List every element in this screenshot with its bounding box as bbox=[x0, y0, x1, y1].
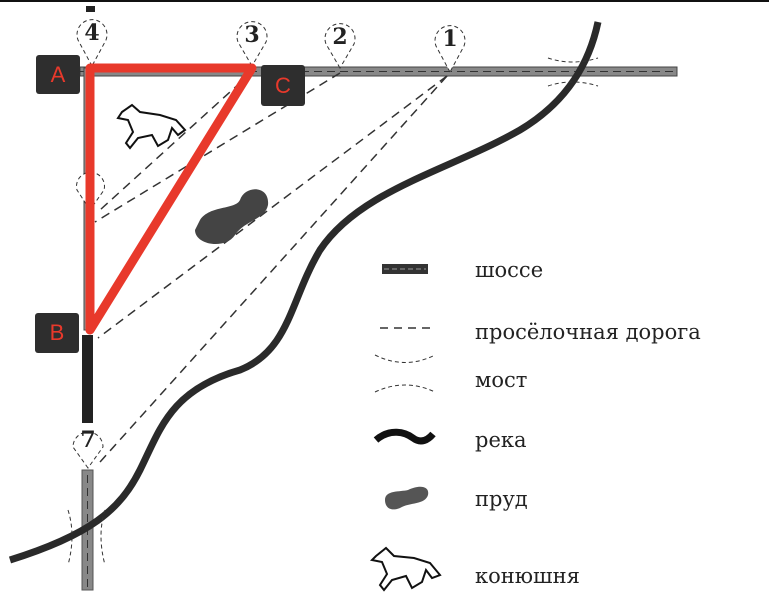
river-icon bbox=[373, 428, 436, 445]
marker-2: 2 bbox=[332, 24, 347, 50]
river bbox=[8, 21, 602, 564]
legend-river: река bbox=[475, 428, 527, 452]
marker-1-pin bbox=[434, 25, 466, 74]
marker-1: 1 bbox=[442, 26, 457, 52]
pond bbox=[195, 189, 269, 245]
vertex-label-c: C bbox=[261, 65, 305, 106]
pond-icon bbox=[385, 486, 429, 510]
marker-3: 3 bbox=[244, 22, 259, 48]
vertex-label-a: A bbox=[36, 55, 80, 94]
triangle-abc bbox=[85, 63, 257, 335]
marker-4-pin bbox=[76, 19, 108, 68]
legend-stable: конюшня bbox=[475, 564, 580, 588]
bridge-icon bbox=[67, 57, 599, 566]
marker-4: 4 bbox=[84, 20, 99, 46]
stable-icon bbox=[369, 546, 442, 592]
marker-3-pin bbox=[236, 21, 268, 67]
stable-horse-icon bbox=[116, 103, 187, 150]
marker-7: 7 bbox=[80, 427, 95, 453]
legend-highway: шоссе bbox=[475, 258, 544, 282]
legend-bridge: мост bbox=[475, 368, 528, 392]
legend-dirt-road: просёлочная дорога bbox=[475, 320, 701, 344]
legend-pond: пруд bbox=[475, 487, 528, 511]
bridge-icon bbox=[374, 354, 436, 393]
marker-7-pin bbox=[72, 431, 104, 469]
marker-2-pin bbox=[324, 23, 356, 69]
highway-icon bbox=[382, 264, 428, 274]
vertex-label-b: B bbox=[35, 313, 79, 353]
